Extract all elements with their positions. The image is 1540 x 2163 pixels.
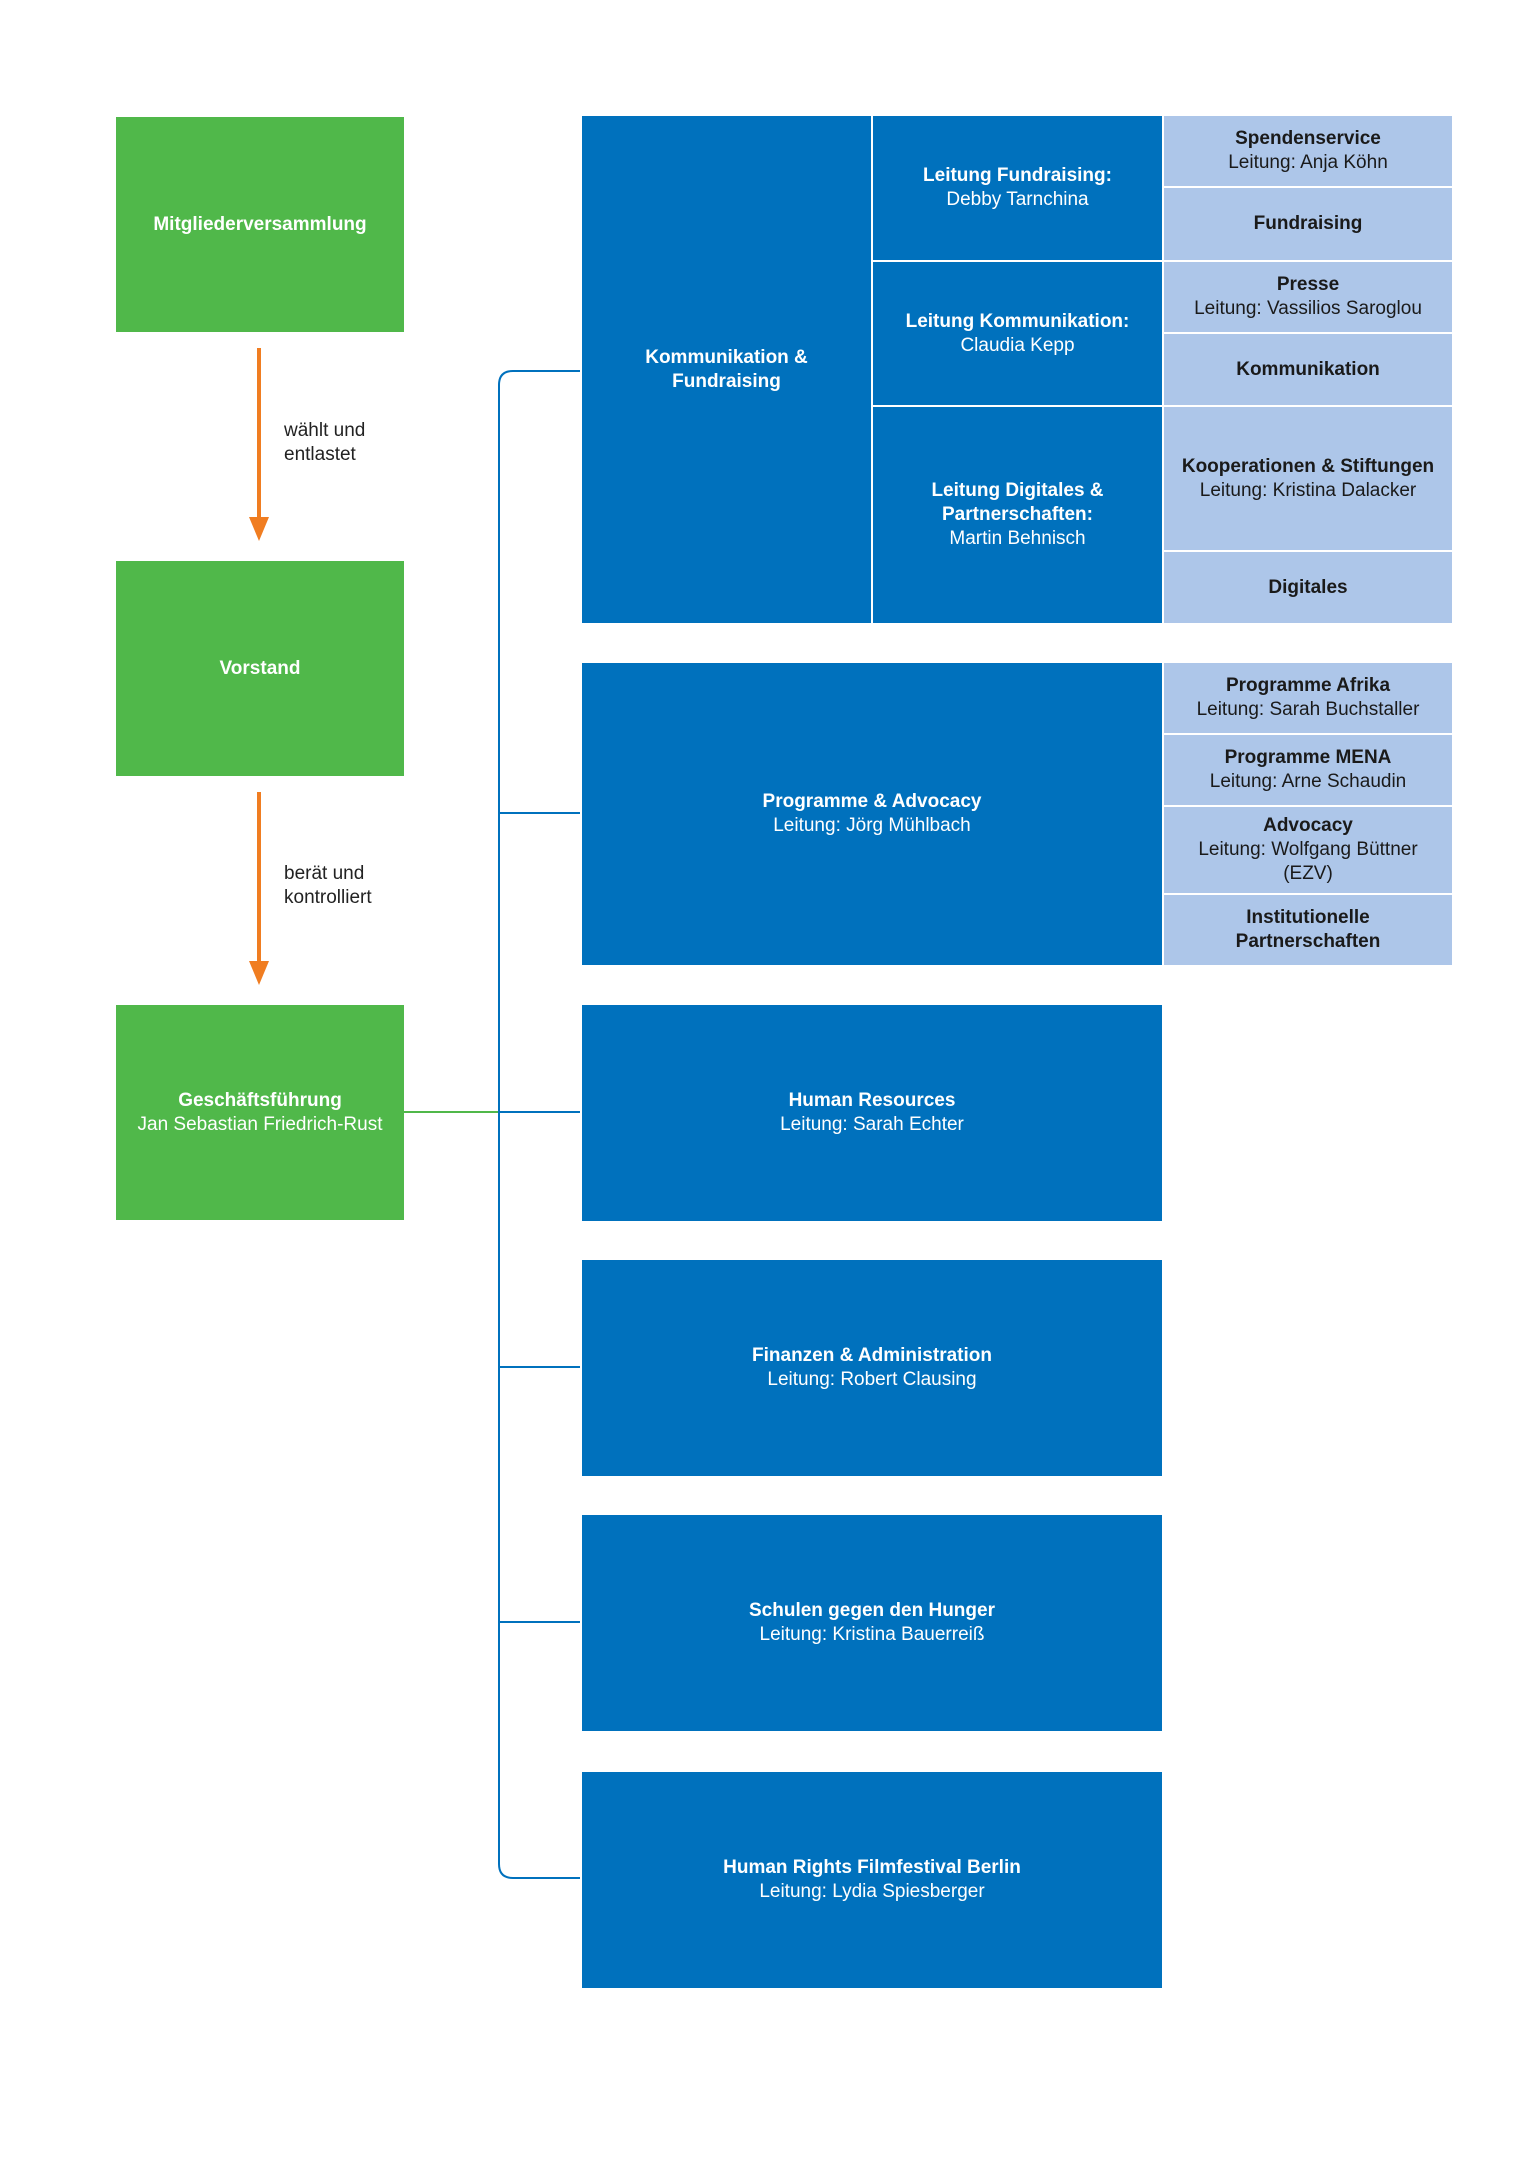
vorstand-title: Vorstand: [219, 657, 301, 679]
team-presse: Presse Leitung: Vassilios Saroglou: [1164, 262, 1452, 332]
department-schulen-title: Schulen gegen den Hunger: [749, 1600, 995, 1622]
leitung-fundraising-box: Leitung Fundraising: Debby Tarnchina: [873, 116, 1162, 260]
vorstand-box: Vorstand: [116, 561, 404, 776]
team-advocacy: Advocacy Leitung: Wolfgang Büttner (EZV): [1164, 807, 1452, 893]
leitung-digitales-name: Martin Behnisch: [949, 527, 1086, 549]
department-bracket: [498, 370, 580, 1879]
team-fundraising-title: Fundraising: [1253, 213, 1363, 235]
geschaeftsfuehrung-title: Geschäftsführung: [178, 1089, 342, 1111]
leitung-kommunikation-title: Leitung Kommunikation:: [905, 310, 1130, 332]
team-kooperationen-lead: Leitung: Kristina Dalacker: [1199, 479, 1417, 501]
department-schulen-gegen-hunger: Schulen gegen den Hunger Leitung: Kristi…: [582, 1515, 1162, 1731]
team-kooperationen-title: Kooperationen & Stiftungen: [1181, 455, 1435, 477]
arrow-label-1-line2: entlastet: [284, 443, 356, 465]
team-kooperationen: Kooperationen & Stiftungen Leitung: Kris…: [1164, 407, 1452, 550]
kommunikation-fundraising-box: Kommunikation & Fundraising: [582, 116, 871, 623]
department-filmfestival-title: Human Rights Filmfestival Berlin: [723, 1857, 1021, 1879]
kf-title-line2: Fundraising: [672, 370, 781, 392]
arrow-label-2: berät und kontrolliert: [284, 862, 372, 910]
leitung-digitales-title-line2: Partnerschaften:: [942, 504, 1093, 526]
arrow-head-2: [249, 961, 269, 985]
kf-title-line1: Kommunikation &: [645, 346, 808, 368]
team-programme-afrika: Programme Afrika Leitung: Sarah Buchstal…: [1164, 663, 1452, 733]
department-human-resources-title: Human Resources: [788, 1090, 956, 1112]
mitgliederversammlung-title: Mitgliederversammlung: [153, 213, 367, 235]
leitung-kommunikation-box: Leitung Kommunikation: Claudia Kepp: [873, 262, 1162, 405]
team-programme-mena-title: Programme MENA: [1224, 747, 1392, 769]
team-digitales-title: Digitales: [1268, 576, 1348, 598]
team-advocacy-lead-line2: (EZV): [1283, 862, 1333, 884]
department-filmfestival: Human Rights Filmfestival Berlin Leitung…: [582, 1772, 1162, 1988]
geschaeftsfuehrung-name: Jan Sebastian Friedrich-Rust: [137, 1113, 383, 1135]
department-finanzen: Finanzen & Administration Leitung: Rober…: [582, 1260, 1162, 1476]
team-programme-afrika-title: Programme Afrika: [1225, 675, 1391, 697]
team-advocacy-title: Advocacy: [1263, 815, 1353, 837]
leitung-fundraising-name: Debby Tarnchina: [946, 189, 1089, 210]
team-digitales: Digitales: [1164, 552, 1452, 623]
team-presse-lead: Leitung: Vassilios Saroglou: [1194, 298, 1422, 319]
team-fundraising: Fundraising: [1164, 188, 1452, 260]
department-human-resources: Human Resources Leitung: Sarah Echter: [582, 1005, 1162, 1221]
department-finanzen-title: Finanzen & Administration: [752, 1345, 992, 1367]
team-programme-mena-lead: Leitung: Arne Schaudin: [1209, 771, 1407, 792]
leitung-digitales-box: Leitung Digitales & Partnerschaften: Mar…: [873, 407, 1162, 623]
team-institutionelle-title-line1: Institutionelle: [1246, 907, 1370, 929]
team-spendenservice-title: Spendenservice: [1235, 128, 1381, 150]
team-advocacy-lead-line1: Leitung: Wolfgang Büttner: [1198, 839, 1418, 861]
team-spendenservice: Spendenservice Leitung: Anja Köhn: [1164, 116, 1452, 186]
team-programme-mena: Programme MENA Leitung: Arne Schaudin: [1164, 735, 1452, 805]
programme-advocacy-box: Programme & Advocacy Leitung: Jörg Mühlb…: [582, 663, 1162, 965]
team-presse-title: Presse: [1276, 274, 1340, 296]
department-schulen-lead: Leitung: Kristina Bauerreiß: [759, 1624, 985, 1645]
arrow-label-1: wählt und entlastet: [284, 419, 365, 467]
team-institutionelle-title-line2: Partnerschaften: [1235, 931, 1381, 952]
arrow-label-2-line2: kontrolliert: [284, 886, 372, 908]
mitgliederversammlung-box: Mitgliederversammlung: [116, 117, 404, 332]
department-filmfestival-lead: Leitung: Lydia Spiesberger: [759, 1881, 985, 1902]
leitung-fundraising-title: Leitung Fundraising:: [923, 165, 1112, 187]
team-spendenservice-lead: Leitung: Anja Köhn: [1228, 152, 1388, 173]
arrow-label-1-line1: wählt und: [284, 420, 366, 441]
department-finanzen-lead: Leitung: Robert Clausing: [767, 1369, 977, 1390]
team-kommunikation: Kommunikation: [1164, 334, 1452, 405]
arrow-label-2-line1: berät und: [284, 863, 365, 884]
programme-advocacy-title: Programme & Advocacy: [762, 791, 982, 813]
leitung-kommunikation-name: Claudia Kepp: [960, 334, 1075, 356]
programme-advocacy-lead: Leitung: Jörg Mühlbach: [773, 815, 971, 836]
team-institutionelle-partnerschaften: Institutionelle Partnerschaften: [1164, 895, 1452, 965]
geschaeftsfuehrung-box: Geschäftsführung Jan Sebastian Friedrich…: [116, 1005, 404, 1220]
department-human-resources-lead: Leitung: Sarah Echter: [780, 1114, 964, 1135]
team-programme-afrika-lead: Leitung: Sarah Buchstaller: [1196, 699, 1420, 720]
leitung-digitales-title-line1: Leitung Digitales &: [931, 480, 1104, 502]
team-kommunikation-title: Kommunikation: [1236, 358, 1380, 380]
arrow-head-1: [249, 517, 269, 541]
